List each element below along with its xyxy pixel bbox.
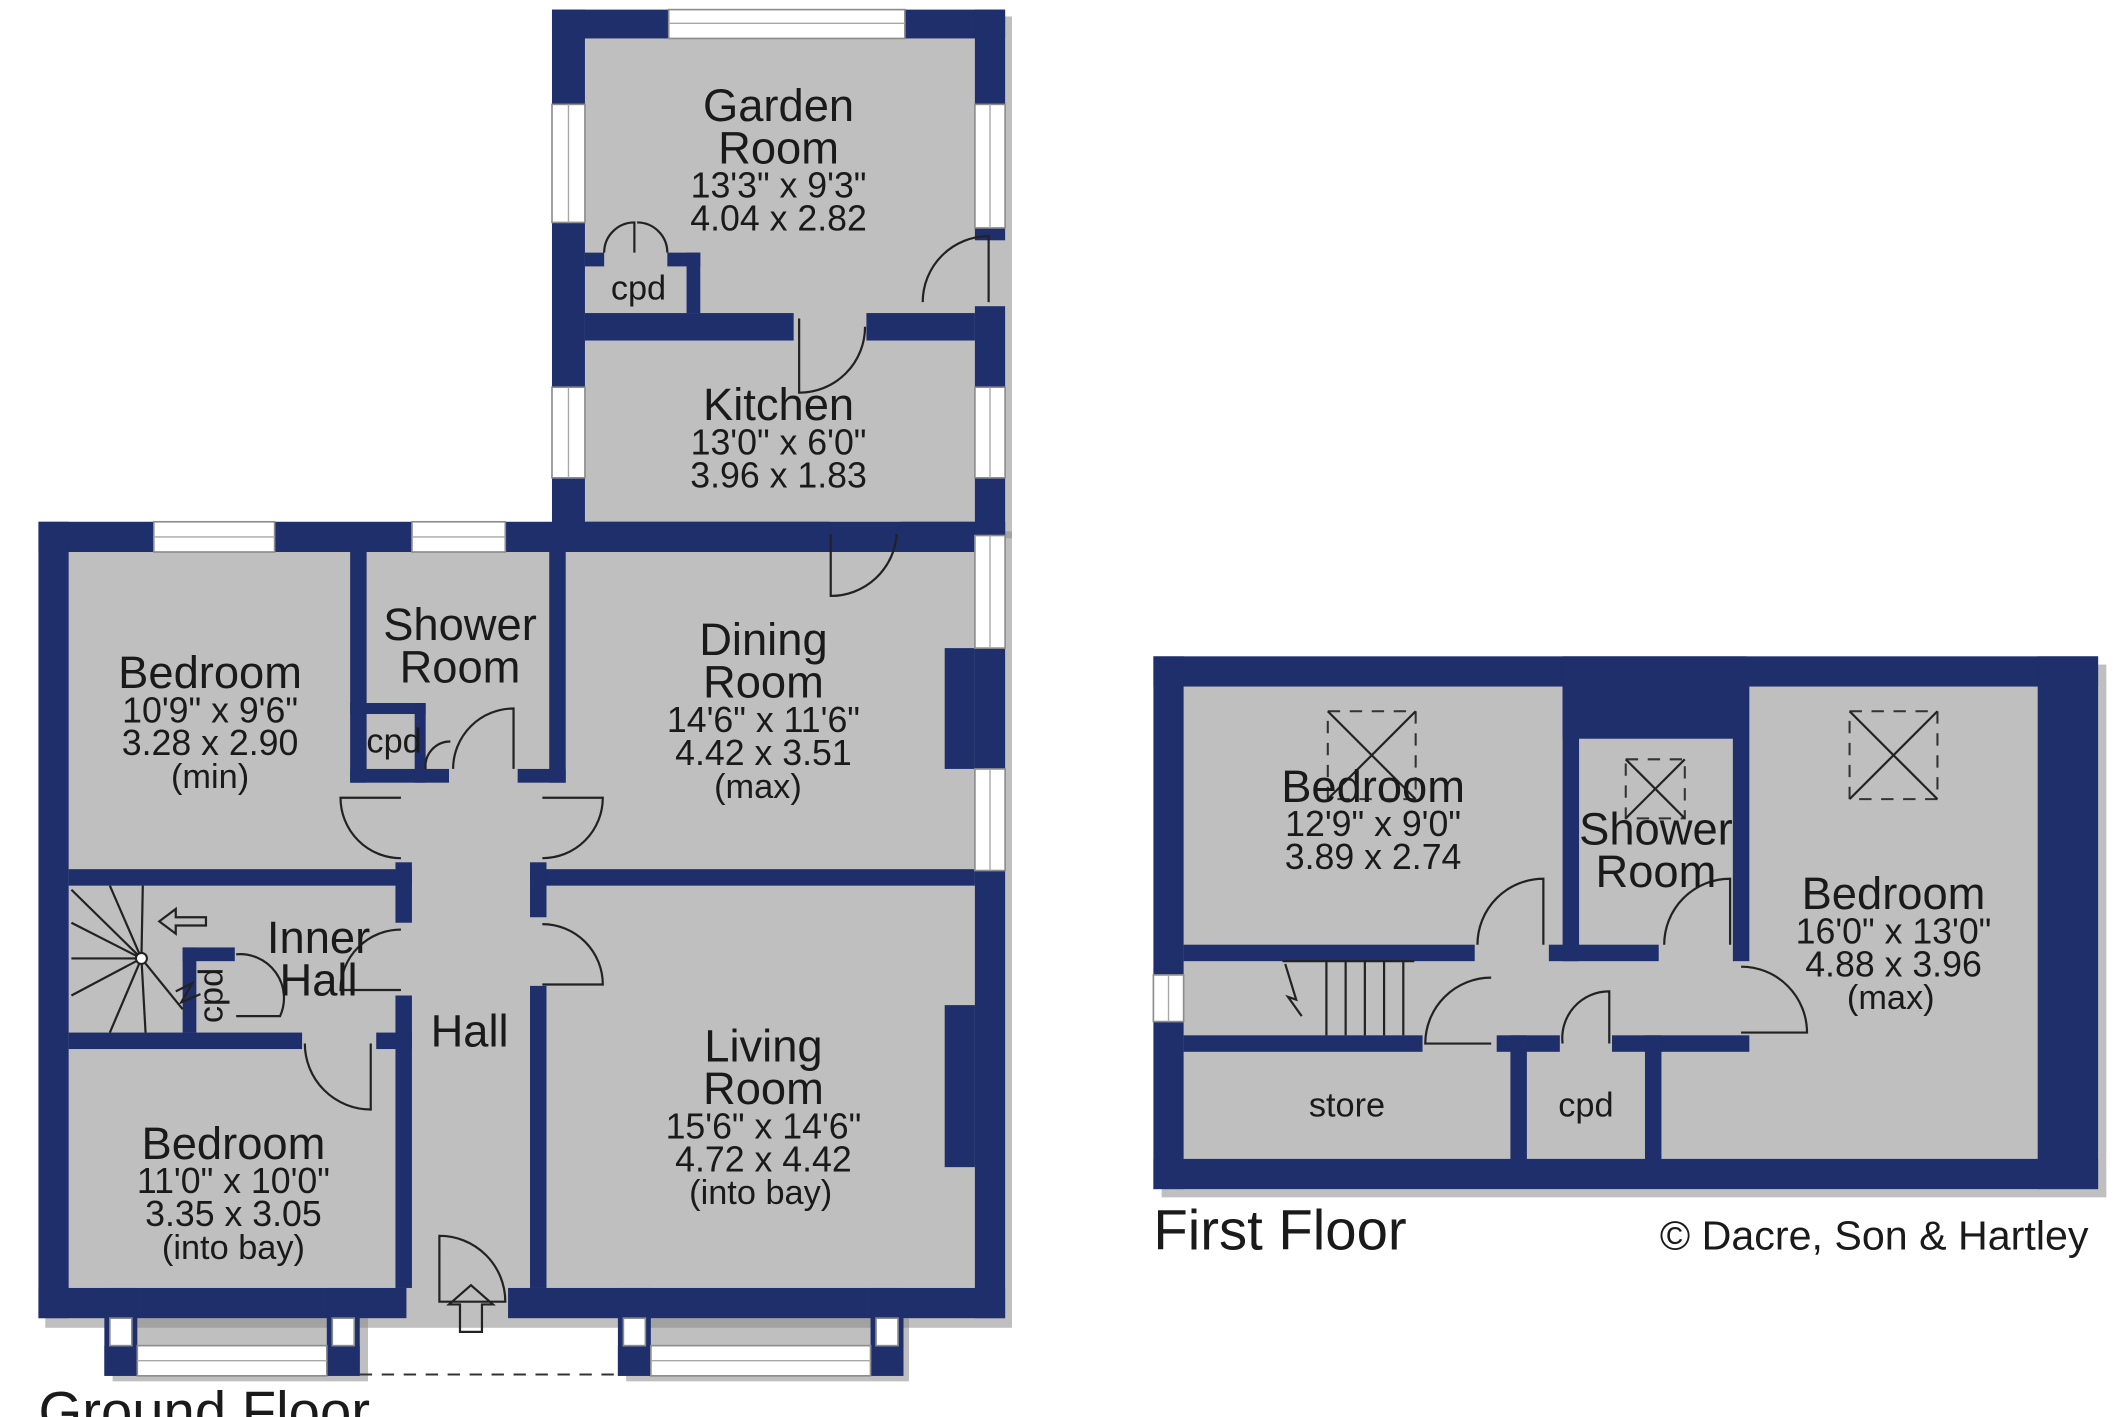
room-dimensions-metric: 4.88 x 3.96: [1805, 944, 1982, 984]
first-floor-title: First Floor: [1153, 1199, 1406, 1262]
room-name: Shower: [383, 599, 537, 650]
ground-floor-stairs: [70, 885, 208, 1034]
ground-floor-doors: [236, 221, 990, 1376]
ground-floor-title: Ground Floor: [38, 1380, 370, 1417]
room-name: Bedroom: [1281, 761, 1465, 812]
room-dining-room: Dining Room 14'6" x 11'6" 4.42 x 3.51 (m…: [667, 614, 860, 806]
room-name: Hall: [280, 954, 358, 1005]
room-shower-first: Shower Room: [1579, 803, 1733, 897]
room-bedroom-first-1: Bedroom 12'9" x 9'0" 3.89 x 2.74: [1281, 761, 1465, 877]
room-bedroom-ground-1: Bedroom 10'9" x 9'6" 3.28 x 2.90 (min): [118, 647, 302, 796]
ground-floor-windows: [109, 8, 1006, 1377]
room-bedroom-ground-2: Bedroom 11'0" x 10'0" 3.35 x 3.05 (into …: [137, 1118, 330, 1267]
room-dimensions-imperial: 12'9" x 9'0": [1285, 804, 1461, 844]
room-name: Dining: [699, 614, 827, 665]
room-dimensions-imperial: 15'6" x 14'6": [666, 1106, 862, 1146]
room-dimensions-metric: 3.89 x 2.74: [1285, 837, 1462, 877]
room-dimensions-metric: 3.35 x 3.05: [145, 1194, 322, 1234]
room-dimensions-imperial: 11'0" x 10'0": [137, 1161, 330, 1201]
first-floor-shadow: [1161, 664, 2107, 1198]
room-dimensions-metric: 4.42 x 3.51: [675, 733, 852, 773]
first-floor-walls: [1153, 656, 2099, 1190]
room-name: Living: [704, 1020, 822, 1071]
room-note: (into bay): [689, 1174, 832, 1212]
room-name: Shower: [1579, 803, 1733, 854]
room-note: (max): [1847, 979, 1935, 1017]
cupboard-label: cpd: [1558, 1086, 1613, 1124]
room-inner-hall: Inner Hall: [267, 912, 370, 1006]
room-shower-ground: Shower Room: [383, 599, 537, 693]
roof-lights: [1326, 710, 1939, 820]
room-dimensions-metric: 4.04 x 2.82: [690, 199, 867, 239]
room-note: (into bay): [162, 1229, 305, 1267]
first-floor-stairs: [1282, 960, 1415, 1036]
room-store: store: [1309, 1086, 1385, 1124]
room-name: Room: [703, 657, 824, 708]
cupboard-label: cpd: [366, 722, 421, 760]
room-dimensions-imperial: 13'3" x 9'3": [691, 166, 867, 206]
room-dimensions-imperial: 14'6" x 11'6": [667, 700, 860, 740]
room-note: (min): [171, 758, 249, 796]
room-dimensions-metric: 3.28 x 2.90: [122, 723, 299, 763]
room-name: Room: [400, 641, 521, 692]
drawing: Garden Room 13'3" x 9'3" 4.04 x 2.82 cpd…: [38, 8, 2107, 1417]
room-name: Room: [718, 122, 839, 173]
cupboard-label: cpd: [611, 269, 666, 307]
room-name: Kitchen: [703, 379, 854, 430]
room-bedroom-first-2: Bedroom 16'0" x 13'0" 4.88 x 3.96 (max): [1796, 868, 1992, 1017]
room-living-room: Living Room 15'6" x 14'6" 4.72 x 4.42 (i…: [666, 1020, 862, 1212]
room-name: Bedroom: [1802, 868, 1986, 919]
room-kitchen: Kitchen 13'0" x 6'0" 3.96 x 1.83: [690, 379, 867, 495]
room-note: (max): [714, 768, 802, 806]
room-garden-room: Garden Room 13'3" x 9'3" 4.04 x 2.82: [690, 80, 867, 239]
first-floor-doors: [1424, 877, 1809, 1045]
room-dimensions-imperial: 16'0" x 13'0": [1796, 911, 1992, 951]
room-name: Bedroom: [118, 647, 302, 698]
copyright-notice: © Dacre, Son & Hartley: [1660, 1213, 2089, 1259]
first-floor-windows: [1152, 974, 1185, 1023]
room-dimensions-imperial: 13'0" x 6'0": [691, 422, 867, 462]
room-name: Room: [1596, 846, 1717, 897]
room-name: Garden: [703, 80, 854, 131]
room-dimensions-metric: 4.72 x 4.42: [675, 1139, 852, 1179]
room-hall: Hall: [431, 1005, 509, 1056]
room-dimensions-metric: 3.96 x 1.83: [690, 455, 867, 495]
room-name: Inner: [267, 912, 370, 963]
ground-floor-shadow: [45, 16, 1012, 1382]
room-dimensions-imperial: 10'9" x 9'6": [122, 690, 298, 730]
cupboard-label: cpd: [192, 968, 230, 1023]
room-name: Bedroom: [142, 1118, 326, 1169]
room-name: Room: [703, 1063, 824, 1114]
